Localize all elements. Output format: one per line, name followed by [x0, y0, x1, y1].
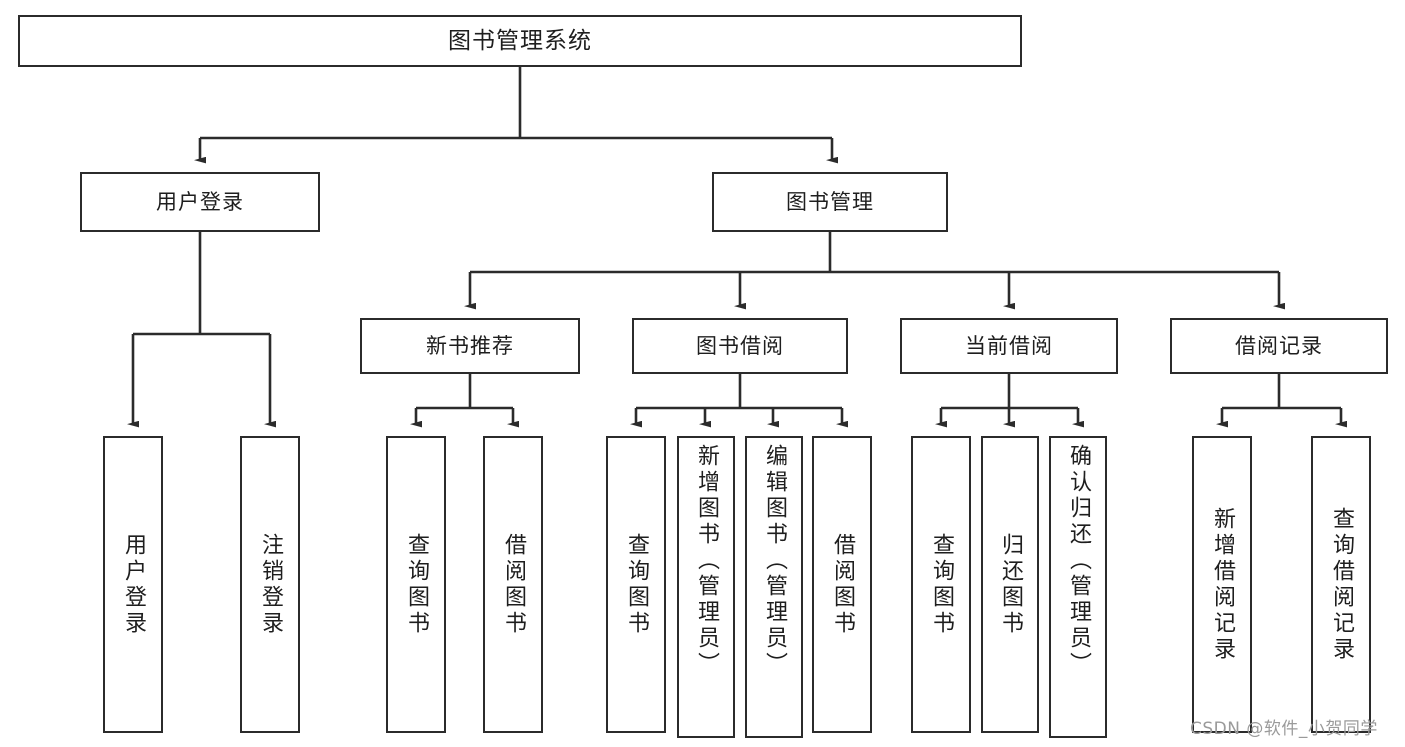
node-leaf-add-borrow-record[interactable]: 新增借阅记录: [1192, 436, 1252, 733]
node-label: 用户登录: [121, 532, 146, 637]
node-label: 当前借阅: [965, 333, 1053, 358]
node-leaf-query-book-2[interactable]: 查询图书: [606, 436, 666, 733]
node-label: 新书推荐: [426, 333, 514, 358]
node-leaf-edit-book-admin[interactable]: 编辑图书（管理员）: [745, 436, 803, 738]
node-root-system[interactable]: 图书管理系统: [18, 15, 1022, 67]
node-leaf-return-book[interactable]: 归还图书: [981, 436, 1039, 733]
node-book-borrow[interactable]: 图书借阅: [632, 318, 848, 374]
node-label: 查询图书: [624, 532, 649, 637]
node-label: 编辑图书（管理员）: [762, 444, 787, 678]
node-label: 新增借阅记录: [1210, 506, 1235, 663]
node-leaf-borrow-book-2[interactable]: 借阅图书: [812, 436, 872, 733]
node-leaf-confirm-return-admin[interactable]: 确认归还（管理员）: [1049, 436, 1107, 738]
node-label: 图书管理系统: [448, 27, 592, 54]
node-label: 注销登录: [258, 532, 283, 637]
node-leaf-user-login[interactable]: 用户登录: [103, 436, 163, 733]
node-current-borrow[interactable]: 当前借阅: [900, 318, 1118, 374]
node-new-book-recommend[interactable]: 新书推荐: [360, 318, 580, 374]
node-label: 查询图书: [929, 532, 954, 637]
csdn-watermark: CSDN @软件_小贺同学: [1190, 719, 1378, 739]
node-leaf-borrow-book-1[interactable]: 借阅图书: [483, 436, 543, 733]
node-label: 借阅图书: [830, 532, 855, 637]
node-leaf-query-book-1[interactable]: 查询图书: [386, 436, 446, 733]
node-user-login[interactable]: 用户登录: [80, 172, 320, 232]
node-label: 新增图书（管理员）: [694, 444, 719, 678]
node-label: 借阅记录: [1235, 333, 1323, 358]
node-leaf-logout-login[interactable]: 注销登录: [240, 436, 300, 733]
node-label: 用户登录: [156, 189, 244, 214]
node-label: 借阅图书: [501, 532, 526, 637]
node-label: 查询图书: [404, 532, 429, 637]
node-label: 查询借阅记录: [1329, 506, 1354, 663]
node-leaf-add-book-admin[interactable]: 新增图书（管理员）: [677, 436, 735, 738]
node-book-management[interactable]: 图书管理: [712, 172, 948, 232]
node-label: 确认归还（管理员）: [1066, 444, 1091, 678]
node-label: 图书借阅: [696, 333, 784, 358]
node-borrow-record[interactable]: 借阅记录: [1170, 318, 1388, 374]
node-leaf-query-book-3[interactable]: 查询图书: [911, 436, 971, 733]
node-label: 归还图书: [998, 532, 1023, 637]
node-leaf-query-borrow-record[interactable]: 查询借阅记录: [1311, 436, 1371, 733]
node-label: 图书管理: [786, 189, 874, 214]
